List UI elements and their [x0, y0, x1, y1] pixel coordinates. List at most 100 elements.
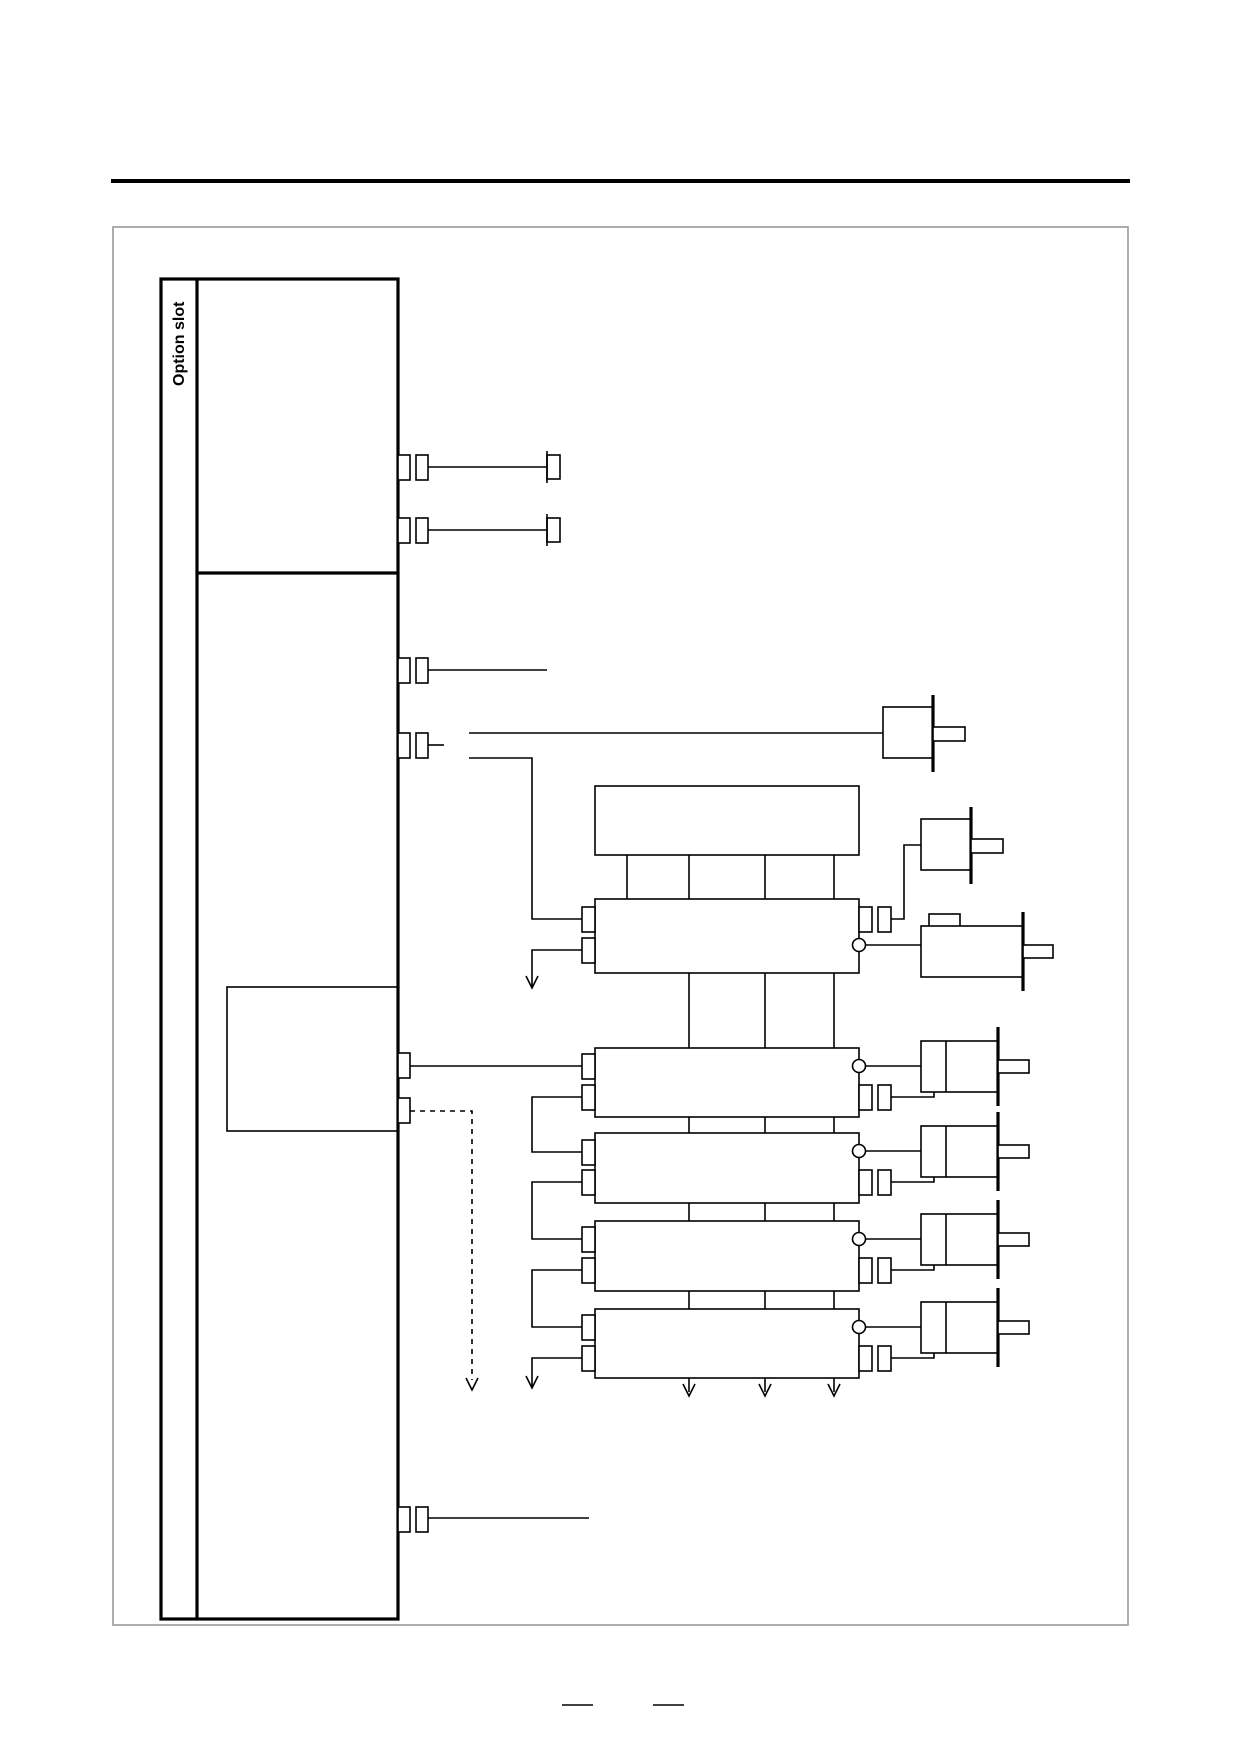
motor-body — [920, 818, 972, 871]
connector — [581, 1345, 596, 1372]
plug-end — [546, 454, 561, 480]
connector — [858, 1345, 873, 1372]
amplifier-body — [594, 1308, 860, 1379]
power-supply-module — [594, 785, 860, 856]
connector — [415, 657, 429, 684]
feedback-cable — [891, 1092, 935, 1098]
connector — [877, 1257, 892, 1284]
chain-cable — [531, 1269, 582, 1328]
connector — [397, 517, 411, 544]
option-slot-label: Option slot — [171, 301, 188, 386]
motor-shaft — [997, 1059, 1030, 1074]
connector — [581, 1257, 596, 1284]
amplifier-body — [594, 898, 860, 974]
servo-motor-3 — [920, 1200, 1030, 1279]
motor-shaft — [1022, 944, 1054, 959]
arrow-head — [682, 1383, 696, 1398]
motor-body — [882, 706, 934, 759]
power-terminal — [851, 1231, 867, 1247]
motor-shaft — [997, 1320, 1030, 1335]
feedback-cable — [891, 1353, 935, 1359]
spindle-cable — [469, 757, 582, 920]
connector — [581, 937, 596, 964]
servo-motor-cables — [865, 1065, 935, 1359]
optional-link-cable — [410, 1110, 473, 1380]
connector — [581, 1169, 596, 1196]
motor-body — [920, 925, 1024, 978]
arrow-head — [525, 1375, 539, 1390]
motor-body — [920, 1040, 999, 1093]
chain-cable — [531, 1096, 582, 1153]
power-terminal — [851, 937, 867, 953]
motor-body — [920, 1125, 999, 1178]
servo-amplifier-1 — [581, 1047, 892, 1118]
plug-end — [546, 517, 561, 543]
motor-body — [920, 1213, 999, 1266]
motor-shaft — [997, 1144, 1030, 1159]
arrow-head — [758, 1383, 772, 1398]
connector — [581, 1226, 596, 1253]
servo-motor-2 — [920, 1112, 1030, 1191]
amplifier-body — [594, 1047, 860, 1118]
connector — [877, 1084, 892, 1111]
connector — [581, 1084, 596, 1111]
connector — [415, 732, 429, 759]
connector — [415, 517, 429, 544]
connector — [858, 1084, 873, 1111]
servo-daisy-chain — [525, 1096, 582, 1390]
main-connectors — [397, 657, 429, 1533]
servo-amplifier-3 — [581, 1220, 892, 1292]
connector — [397, 1506, 411, 1533]
power-terminal — [851, 1058, 867, 1074]
connector — [415, 454, 429, 481]
amplifier-bus — [626, 855, 835, 1392]
motor-shaft — [997, 1232, 1030, 1247]
connector — [397, 1097, 411, 1124]
connector — [877, 1345, 892, 1372]
feedback-cable — [891, 1265, 935, 1271]
control-unit — [159, 277, 400, 1621]
servo-amplifier-2 — [581, 1132, 892, 1204]
motor-terminal-box — [928, 913, 961, 928]
power-terminal — [851, 1319, 867, 1335]
coder-cable — [891, 844, 921, 920]
connector — [581, 906, 596, 933]
arrow-stem — [531, 949, 582, 988]
connector — [858, 1257, 873, 1284]
servo-motor-4 — [920, 1288, 1030, 1367]
connector — [858, 906, 873, 933]
connector — [397, 454, 411, 481]
figure-frame — [112, 226, 1129, 1626]
arrow-head — [465, 1377, 479, 1392]
bus-arrows — [682, 1383, 841, 1398]
connector — [581, 1139, 596, 1166]
connector — [877, 906, 892, 933]
amplifier-body — [594, 1220, 860, 1292]
motor-shaft — [932, 726, 966, 742]
main-cables — [410, 669, 883, 1519]
connector — [877, 1169, 892, 1196]
motor-shaft — [970, 838, 1004, 854]
spindle-amplifier — [581, 898, 892, 974]
connector — [397, 1052, 411, 1079]
servo-amplifier-4 — [581, 1308, 892, 1379]
power-terminal — [851, 1143, 867, 1159]
servo-motor-1 — [920, 1027, 1030, 1106]
upper-connectors — [397, 454, 561, 544]
motor-body — [920, 1301, 999, 1354]
upper-cables — [428, 451, 548, 546]
connector — [397, 657, 411, 684]
chain-cable — [531, 1357, 582, 1388]
connector — [858, 1169, 873, 1196]
servo-interface-board — [226, 986, 399, 1132]
connector — [397, 732, 411, 759]
amplifier-body — [594, 1132, 860, 1204]
feedback-cable — [891, 1177, 935, 1183]
arrow-head — [525, 975, 539, 990]
spindle-motor — [882, 695, 966, 772]
chain-cable — [531, 1181, 582, 1240]
position-coder — [920, 807, 1004, 884]
arrow-head — [827, 1383, 841, 1398]
connector — [581, 1314, 596, 1341]
